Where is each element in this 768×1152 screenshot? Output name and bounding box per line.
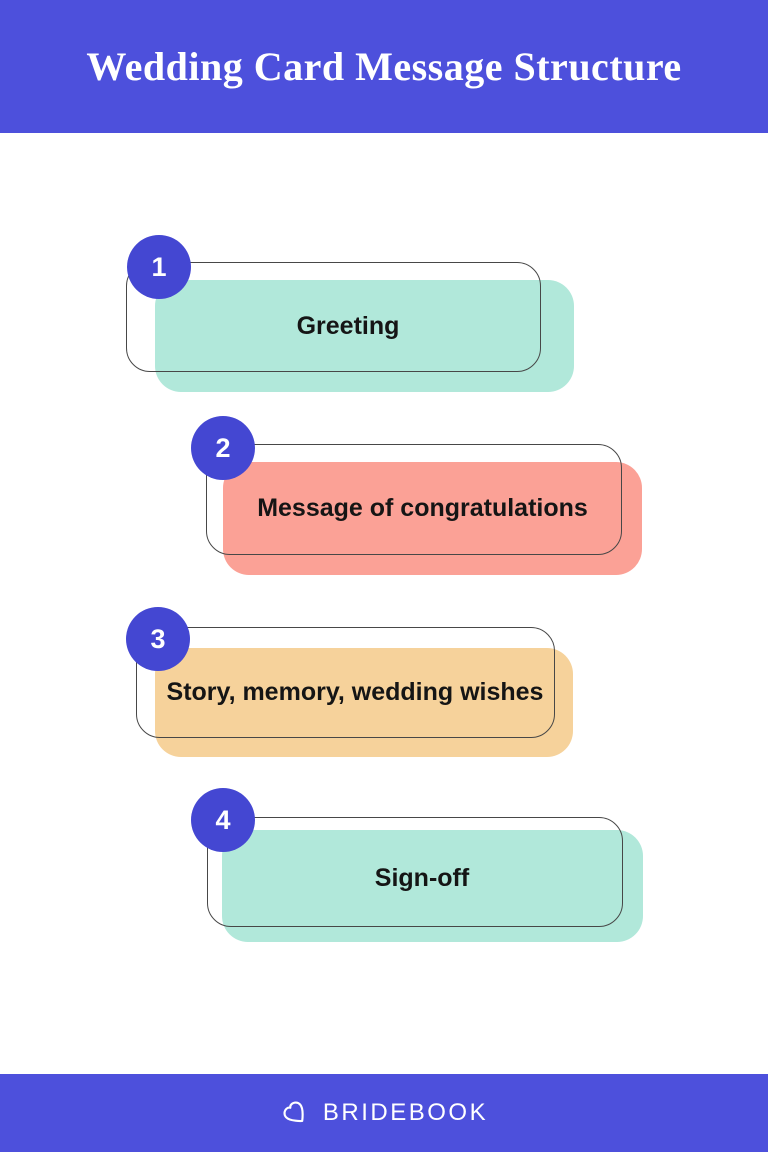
brand-logo: BRIDEBOOK xyxy=(280,1098,488,1128)
step-2-color-box xyxy=(223,462,642,575)
step-4-number: 4 xyxy=(215,804,231,835)
footer-band: BRIDEBOOK xyxy=(0,1074,768,1152)
step-1-number: 1 xyxy=(151,251,167,282)
step-1-outline-box xyxy=(126,262,541,372)
step-3-outline-box xyxy=(136,627,555,738)
step-1-color-box xyxy=(155,280,574,392)
step-2-outline-box xyxy=(206,444,622,555)
step-3-label: Story, memory, wedding wishes xyxy=(166,678,544,706)
step-3-number-badge: 3 xyxy=(126,607,190,671)
page-title: Wedding Card Message Structure xyxy=(86,44,682,89)
step-3-number: 3 xyxy=(150,623,166,654)
step-2-number-badge: 2 xyxy=(191,416,255,480)
step-1-label: Greeting xyxy=(296,311,400,340)
step-4-number-badge: 4 xyxy=(191,788,255,852)
step-2-label: Message of congratulations xyxy=(257,494,588,522)
brand-name: BRIDEBOOK xyxy=(322,1099,489,1126)
step-4-color-box xyxy=(222,830,643,942)
step-3-color-box xyxy=(155,648,573,757)
step-4-label: Sign-off xyxy=(374,864,470,892)
step-2-number: 2 xyxy=(215,432,231,463)
header-band: Wedding Card Message Structure xyxy=(0,0,768,133)
heart-outline-icon xyxy=(283,1101,304,1123)
step-4-outline-box xyxy=(207,817,623,927)
step-1-number-badge: 1 xyxy=(127,235,191,299)
